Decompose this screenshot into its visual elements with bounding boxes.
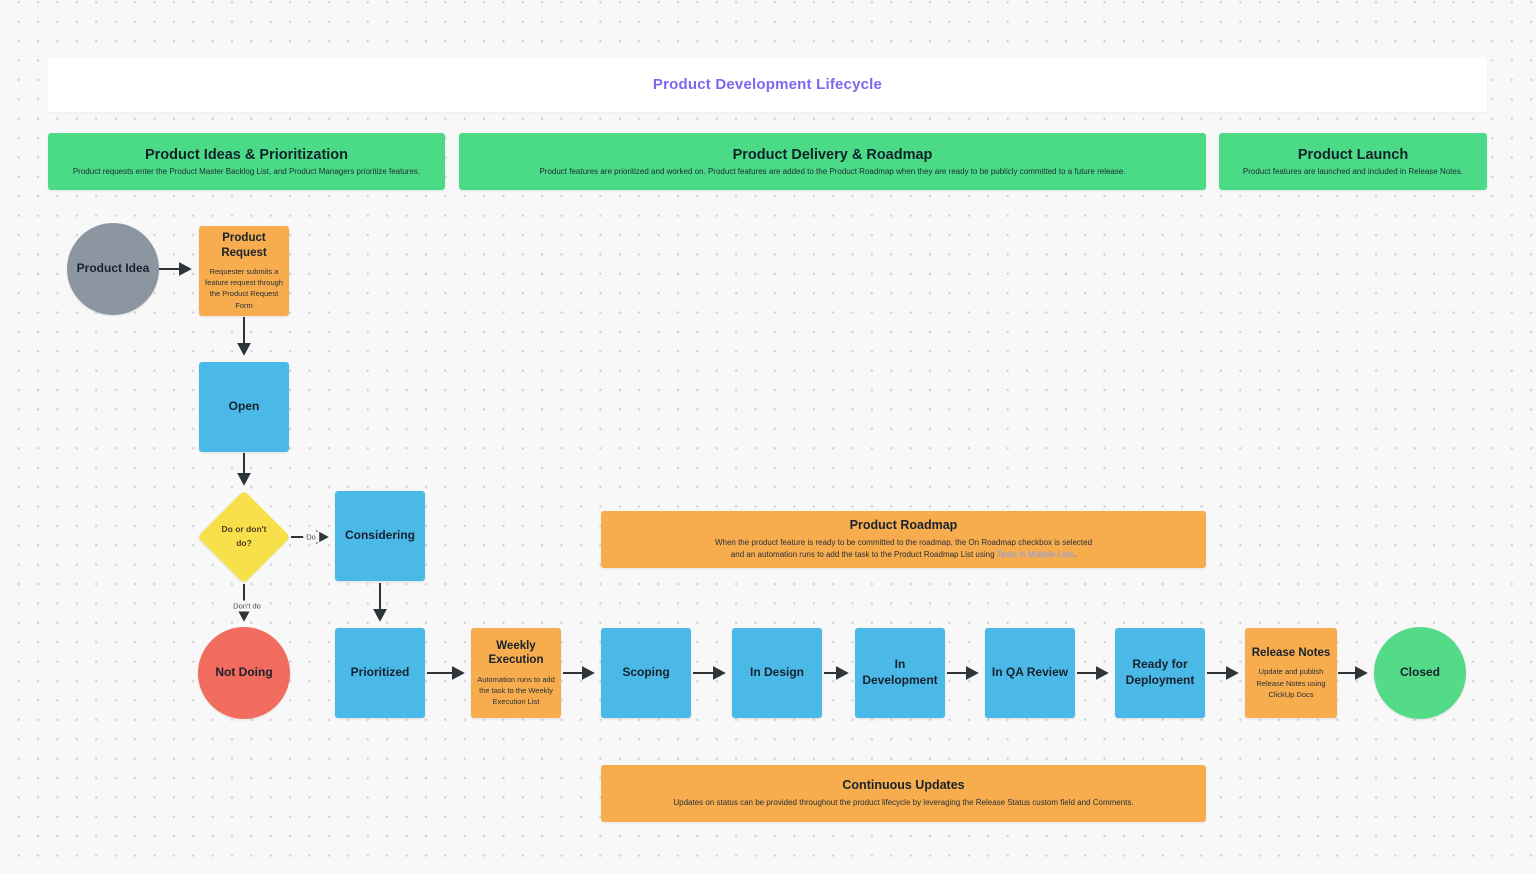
banner-body: When the product feature is ready to be …	[715, 537, 1092, 562]
node-in-design[interactable]: In Design	[732, 628, 822, 718]
node-product-request[interactable]: Product Request Requester submits a feat…	[199, 226, 289, 316]
node-open[interactable]: Open	[199, 362, 289, 452]
phase-band-ideas-prioritization[interactable]: Product Ideas & Prioritization Product r…	[48, 133, 445, 190]
note-body: Update and publish Release Notes using C…	[1256, 667, 1326, 699]
node-closed[interactable]: Closed	[1374, 627, 1466, 719]
banner-title: Continuous Updates	[842, 777, 965, 792]
node-label: In QA Review	[991, 665, 1069, 680]
node-in-qa-review[interactable]: In QA Review	[985, 628, 1075, 718]
node-ready-for-deployment[interactable]: Ready for Deployment	[1115, 628, 1205, 718]
banner-line2-suffix: .	[1073, 550, 1077, 559]
node-label: Scoping	[622, 665, 670, 680]
node-label: In Design	[749, 665, 804, 680]
node-scoping[interactable]: Scoping	[601, 628, 691, 718]
node-label: Prioritized	[350, 665, 410, 680]
banner-line2-prefix: and an automation runs to add the task t…	[730, 550, 997, 559]
banner-continuous-updates[interactable]: Continuous Updates Updates on status can…	[601, 765, 1206, 822]
node-label: Closed	[1399, 665, 1440, 680]
node-label: Considering	[344, 528, 415, 543]
node-label: In Development	[862, 657, 938, 687]
phase-description: Product requests enter the Product Maste…	[72, 167, 421, 176]
decision-label: Do or don't do?	[221, 524, 267, 548]
phase-description: Product features are launched and includ…	[1242, 167, 1464, 176]
phase-description: Product features are prioritized and wor…	[539, 167, 1126, 176]
edge-label-dont-do: Don't do	[230, 600, 264, 612]
banner-product-roadmap[interactable]: Product Roadmap When the product feature…	[601, 511, 1206, 568]
phase-title: Product Delivery & Roadmap	[732, 147, 933, 163]
note-title: Weekly Execution	[488, 639, 544, 667]
phase-title: Product Ideas & Prioritization	[144, 147, 349, 163]
title-bar[interactable]: Product Development Lifecycle	[48, 57, 1487, 112]
note-title: Release Notes	[1251, 646, 1331, 659]
tasks-in-multiple-lists-link[interactable]: Tasks in Multiple Lists	[996, 550, 1074, 559]
note-body: Automation runs to add the task to the W…	[477, 674, 555, 707]
banner-line1: When the product feature is ready to be …	[714, 537, 1093, 547]
node-label: Not Doing	[215, 665, 273, 680]
node-product-idea[interactable]: Product Idea	[67, 223, 159, 315]
phase-band-product-launch[interactable]: Product Launch Product features are laun…	[1219, 133, 1487, 190]
node-label: Ready for Deployment	[1125, 657, 1195, 687]
edge-label-do: Do	[303, 531, 319, 543]
node-weekly-execution[interactable]: Weekly Execution Automation runs to add …	[471, 628, 561, 718]
node-label: Open	[228, 399, 260, 414]
node-label: Product Idea	[76, 261, 150, 276]
node-release-notes[interactable]: Release Notes Update and publish Release…	[1245, 628, 1337, 718]
node-considering[interactable]: Considering	[335, 491, 425, 581]
banner-body: Updates on status can be provided throug…	[673, 797, 1134, 807]
page-title: Product Development Lifecycle	[652, 76, 883, 93]
node-not-doing[interactable]: Not Doing	[198, 627, 290, 719]
phase-band-delivery-roadmap[interactable]: Product Delivery & Roadmap Product featu…	[459, 133, 1206, 190]
node-in-development[interactable]: In Development	[855, 628, 945, 718]
phase-title: Product Launch	[1297, 147, 1409, 163]
note-body: Requester submits a feature request thro…	[205, 266, 283, 310]
note-title: Product Request	[221, 232, 267, 259]
banner-title: Product Roadmap	[849, 517, 958, 532]
node-prioritized[interactable]: Prioritized	[335, 628, 425, 718]
